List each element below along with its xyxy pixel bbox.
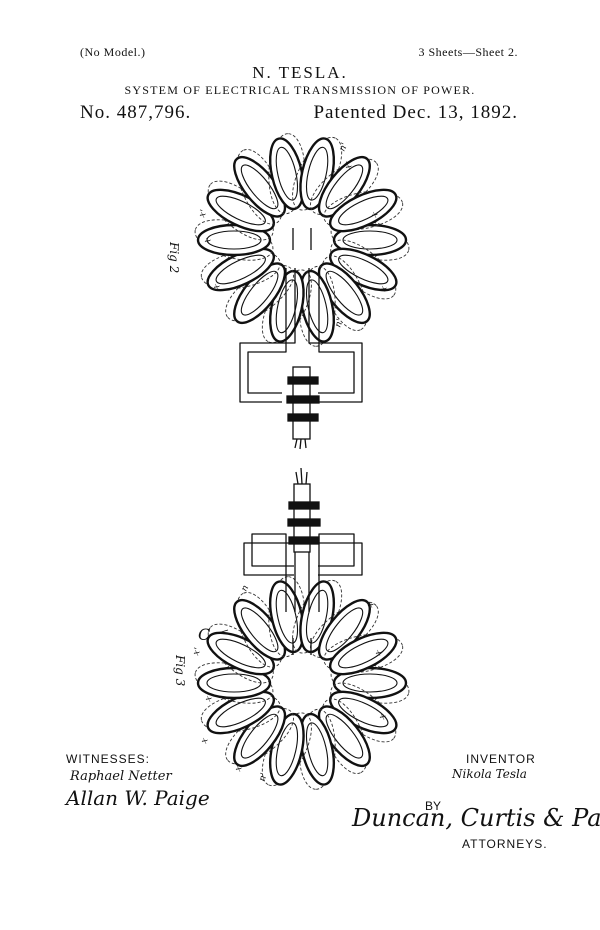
inventor-label: INVENTOR <box>466 752 536 766</box>
reference-letter: x <box>369 211 380 219</box>
sheet-count: 3 Sheets—Sheet 2. <box>418 45 518 59</box>
coil-loop <box>323 188 404 233</box>
reference-letter: x <box>373 649 384 657</box>
by-label: BY <box>425 799 442 813</box>
reference-letter: n' <box>257 772 269 783</box>
reference-letter: x <box>377 713 388 721</box>
fig3-coil-ring <box>194 576 410 790</box>
reference-letter: n' <box>338 142 351 154</box>
reference-letter: x <box>203 695 214 703</box>
fig2-coil-ring <box>194 133 410 347</box>
reference-letter: x <box>365 601 376 609</box>
patent-date: Patented Dec. 13, 1892. <box>313 102 518 123</box>
fig2-label: Fig 2 <box>167 241 181 273</box>
attorney-label: ATTORNEYS. <box>462 837 548 851</box>
patent-title: SYSTEM OF ELECTRICAL TRANSMISSION OF POW… <box>124 83 476 97</box>
reference-letter: x' <box>191 646 203 657</box>
coil-loop <box>194 219 274 261</box>
attorney-signature: Duncan, Curtis & Page <box>352 804 600 832</box>
reference-letter: x <box>378 285 389 293</box>
witnesses-label: WITNESSES: <box>66 752 151 766</box>
fig3-leader-line <box>207 629 229 637</box>
patent-number: No. 487,796. <box>80 102 192 123</box>
fig3-leads <box>243 533 363 655</box>
fig3-reference-letters: n x' x x' x x x n' x <box>191 584 388 783</box>
fig3-label: Fig 3 <box>173 654 187 687</box>
reference-letter: x <box>202 237 213 245</box>
figure-2: Fig 2 n' x x n' x x' x x' <box>167 133 410 450</box>
witness-2-signature: Allan W. Paige <box>66 786 210 810</box>
reference-letter: x <box>199 737 210 745</box>
model-note: (No Model.) <box>80 45 146 59</box>
fig2-reference-letters: n' x x n' x x' x x' <box>197 142 389 329</box>
reference-letter: x <box>211 283 222 291</box>
fig3-switch-block <box>287 467 321 553</box>
witness-1-signature: Raphael Netter <box>70 769 172 784</box>
inventor-signature: Nikola Tesla <box>452 767 527 781</box>
reference-letter: x' <box>233 762 245 773</box>
coil-loop <box>323 631 404 676</box>
reference-letter: n' <box>333 318 345 329</box>
reference-letter: x' <box>197 208 209 219</box>
figure-3: Fig 3 C n x' x x' x x x n' x <box>173 467 410 790</box>
fig3-ring-letter: C <box>198 625 210 644</box>
reference-letter: n <box>240 584 252 594</box>
fig2-leads <box>239 228 363 403</box>
fig2-switch-block <box>286 366 320 450</box>
reference-letter: x' <box>343 160 355 171</box>
inventor-name: N. TESLA. <box>252 63 348 82</box>
